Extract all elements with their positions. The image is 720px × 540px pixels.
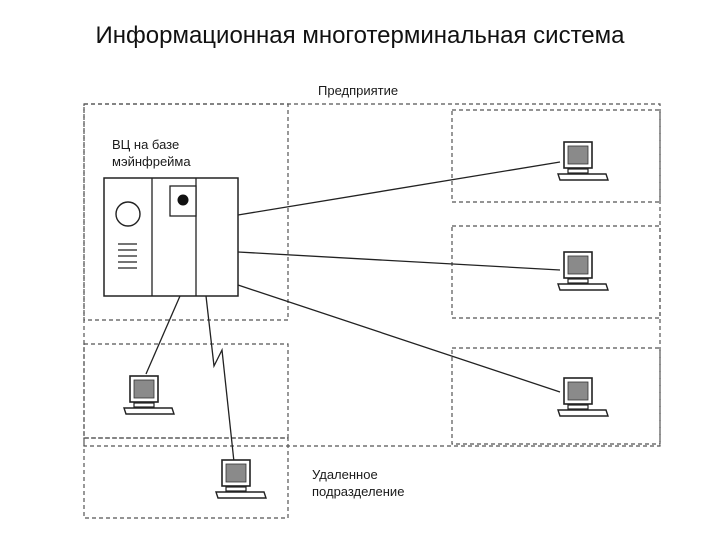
terminal-icon-3 xyxy=(557,377,609,417)
terminal-zone-2 xyxy=(451,225,661,319)
computing-center-label-line1: ВЦ на базе xyxy=(112,137,180,152)
link-terminal-1 xyxy=(237,161,561,216)
mainframe-icon xyxy=(103,177,239,297)
terminal-zone-1 xyxy=(451,109,661,203)
enterprise-label: Предприятие xyxy=(318,83,399,98)
terminal-zone-3 xyxy=(451,347,661,445)
remote-division-zone xyxy=(83,437,289,519)
link-local-terminal xyxy=(145,295,181,375)
local-terminal-zone xyxy=(83,343,289,439)
link-terminal-3 xyxy=(237,284,561,393)
computing-center-zone xyxy=(83,103,289,321)
link-remote-terminal xyxy=(205,295,235,463)
diagram-title: Информационная многотерминальная система xyxy=(95,22,625,49)
enterprise-zone xyxy=(83,103,661,447)
remote-division-label-line2: подразделение xyxy=(312,484,405,499)
terminal-icon-remote xyxy=(215,459,267,499)
terminal-icon-2 xyxy=(557,251,609,291)
remote-division-label-line1: Удаленное xyxy=(312,467,378,482)
terminal-icon-1 xyxy=(557,141,609,181)
computing-center-label-line2: мэйнфрейма xyxy=(112,154,191,169)
terminal-icon-local xyxy=(123,375,175,415)
link-terminal-2 xyxy=(237,251,561,271)
